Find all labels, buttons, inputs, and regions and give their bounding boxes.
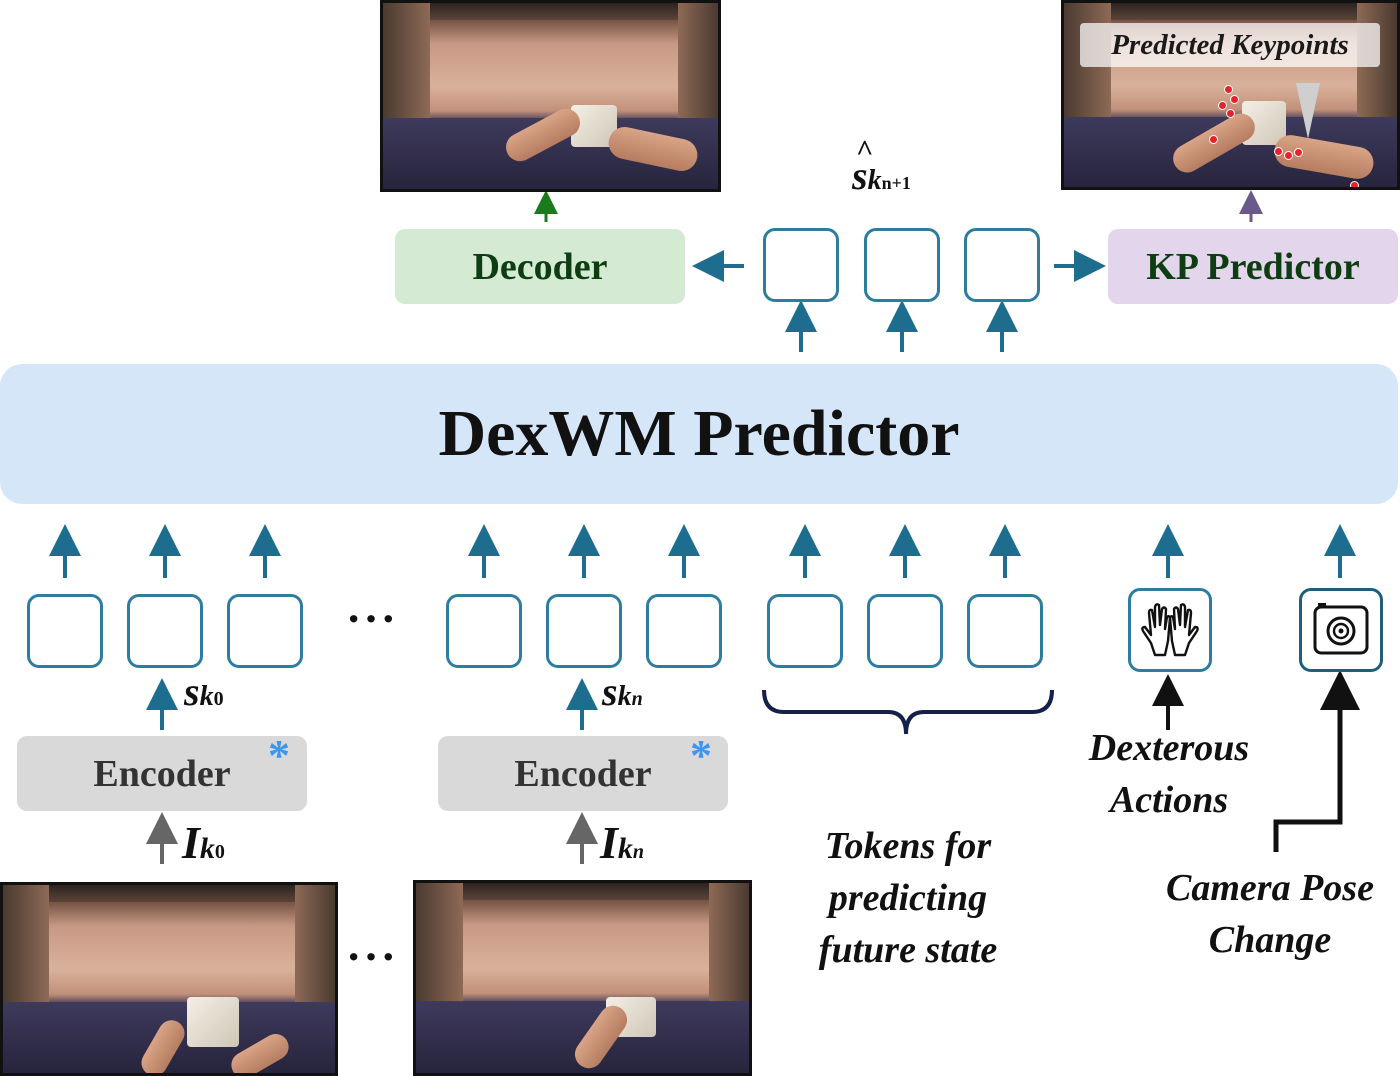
image-sub: k — [199, 832, 215, 865]
image-subsub: n — [632, 841, 645, 863]
decoder-label: Decoder — [472, 245, 608, 288]
camera-pose-token — [1299, 588, 1383, 672]
future-state-token — [967, 594, 1043, 668]
keypoints-frame-image: Predicted Keypoints — [1061, 0, 1400, 190]
decoder-box: Decoder — [395, 229, 685, 304]
state-label-k0: sk0 — [184, 668, 224, 715]
asterisk-icon: * — [268, 731, 290, 780]
state-label-kn: skn — [602, 668, 643, 715]
decoded-frame-image — [380, 0, 721, 192]
image-subsub: 0 — [214, 841, 225, 863]
output-token — [964, 228, 1040, 302]
caption-line: future state — [818, 929, 998, 971]
keypoints-caption: Predicted Keypoints — [1080, 23, 1380, 67]
input-token — [227, 594, 303, 668]
input-token — [127, 594, 203, 668]
image-symbol: I — [600, 817, 618, 868]
input-frame-image-k0 — [0, 882, 338, 1076]
input-frame-image-kn — [413, 880, 752, 1076]
camera-pose-arrow — [1273, 670, 1360, 852]
output-arrows — [692, 250, 1106, 352]
image-label-kn: Ikn — [600, 816, 644, 869]
keypoint-pointer-icon — [1296, 83, 1320, 139]
caption-line: predicting — [828, 877, 988, 919]
image-label-k0: Ik0 — [182, 816, 225, 869]
asterisk-icon: * — [690, 731, 712, 780]
state-symbol: s — [602, 669, 618, 714]
future-state-token — [867, 594, 943, 668]
predicted-state-subsub: n+1 — [881, 173, 911, 193]
token-ellipsis: ··· — [346, 593, 399, 644]
action-token — [1128, 588, 1212, 672]
predicted-state-label: s ^ kn+1 — [852, 134, 911, 199]
dexwm-predictor-label: DexWM Predictor — [438, 397, 960, 470]
future-tokens-caption: Tokens for predicting future state — [770, 820, 1046, 976]
predicted-state-symbol: s — [852, 153, 868, 198]
encoder-box-k0: Encoder — [17, 736, 307, 811]
state-symbol: s — [184, 669, 200, 714]
caption-line: Tokens for — [824, 825, 992, 867]
state-sub: k — [199, 681, 214, 712]
input-arrows — [49, 524, 1356, 578]
camera-icon — [1313, 603, 1369, 655]
encoder-label: Encoder — [514, 752, 652, 795]
kp-predictor-box: KP Predictor — [1108, 229, 1398, 304]
future-state-token — [767, 594, 843, 668]
encoder-to-token-arrows — [146, 678, 598, 730]
dexterous-actions-caption: Dexterous Actions — [1064, 722, 1274, 826]
predicted-state-sub: k — [867, 165, 882, 196]
input-token — [446, 594, 522, 668]
caption-line: Camera Pose — [1166, 867, 1374, 909]
output-token — [763, 228, 839, 302]
image-ellipsis: ··· — [346, 931, 399, 982]
caption-line: Dexterous — [1088, 727, 1250, 769]
image-sub: k — [617, 832, 633, 865]
predicted-state-hat: ^ — [856, 134, 874, 167]
input-token — [646, 594, 722, 668]
caption-line: Actions — [1109, 779, 1229, 821]
caption-line: Change — [1208, 919, 1332, 961]
input-token — [546, 594, 622, 668]
state-sub: k — [617, 681, 632, 712]
image-to-encoder-arrows — [146, 812, 598, 864]
state-subsub: 0 — [213, 688, 224, 710]
hands-icon — [1141, 603, 1199, 657]
image-symbol: I — [182, 817, 200, 868]
input-token — [27, 594, 103, 668]
state-subsub: n — [631, 688, 643, 710]
kp-predictor-label: KP Predictor — [1146, 245, 1360, 288]
dexwm-predictor-box: DexWM Predictor — [0, 364, 1398, 504]
future-tokens-brace — [762, 689, 1054, 735]
encoder-label: Encoder — [93, 752, 231, 795]
camera-pose-caption: Camera Pose Change — [1140, 862, 1400, 966]
output-token — [864, 228, 940, 302]
encoder-box-kn: Encoder — [438, 736, 728, 811]
